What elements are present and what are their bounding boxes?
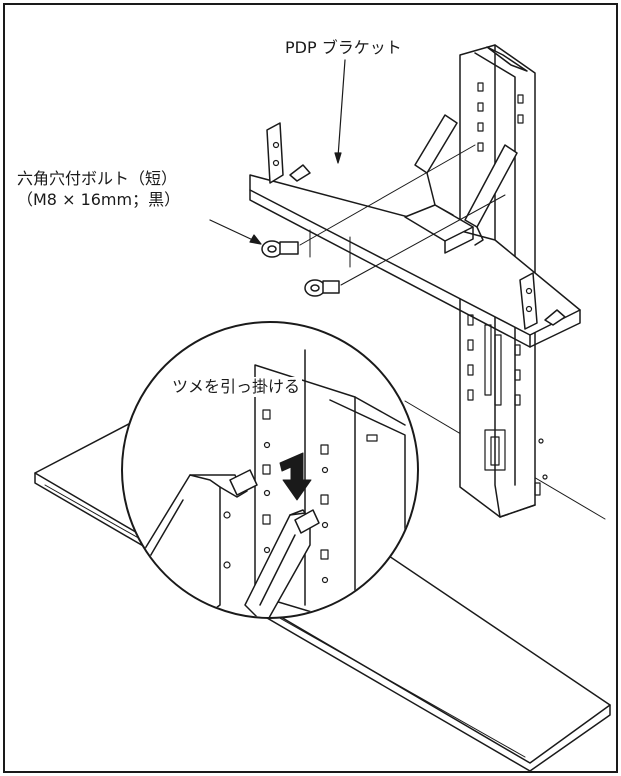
pdp-bracket-label: PDP ブラケット xyxy=(285,38,402,57)
assembly-illustration xyxy=(34,44,611,771)
leader-arrows xyxy=(209,59,346,245)
pdp-bracket xyxy=(249,114,581,348)
bolt-spec-label: （M8 × 16mm；黒） xyxy=(17,190,181,209)
hook-instruction-label: ツメを引っ掛ける xyxy=(170,377,303,397)
hex-socket-bolt-lower xyxy=(304,279,340,297)
bolt-name-label: 六角穴付ボルト（短） xyxy=(17,169,178,188)
detail-magnifier xyxy=(121,321,419,619)
diagram-frame: PDP ブラケット 六角穴付ボルト（短） （M8 × 16mm；黒） ツメを引っ… xyxy=(3,3,618,773)
hex-socket-bolt-upper xyxy=(261,240,299,258)
guide-lines xyxy=(299,144,506,286)
